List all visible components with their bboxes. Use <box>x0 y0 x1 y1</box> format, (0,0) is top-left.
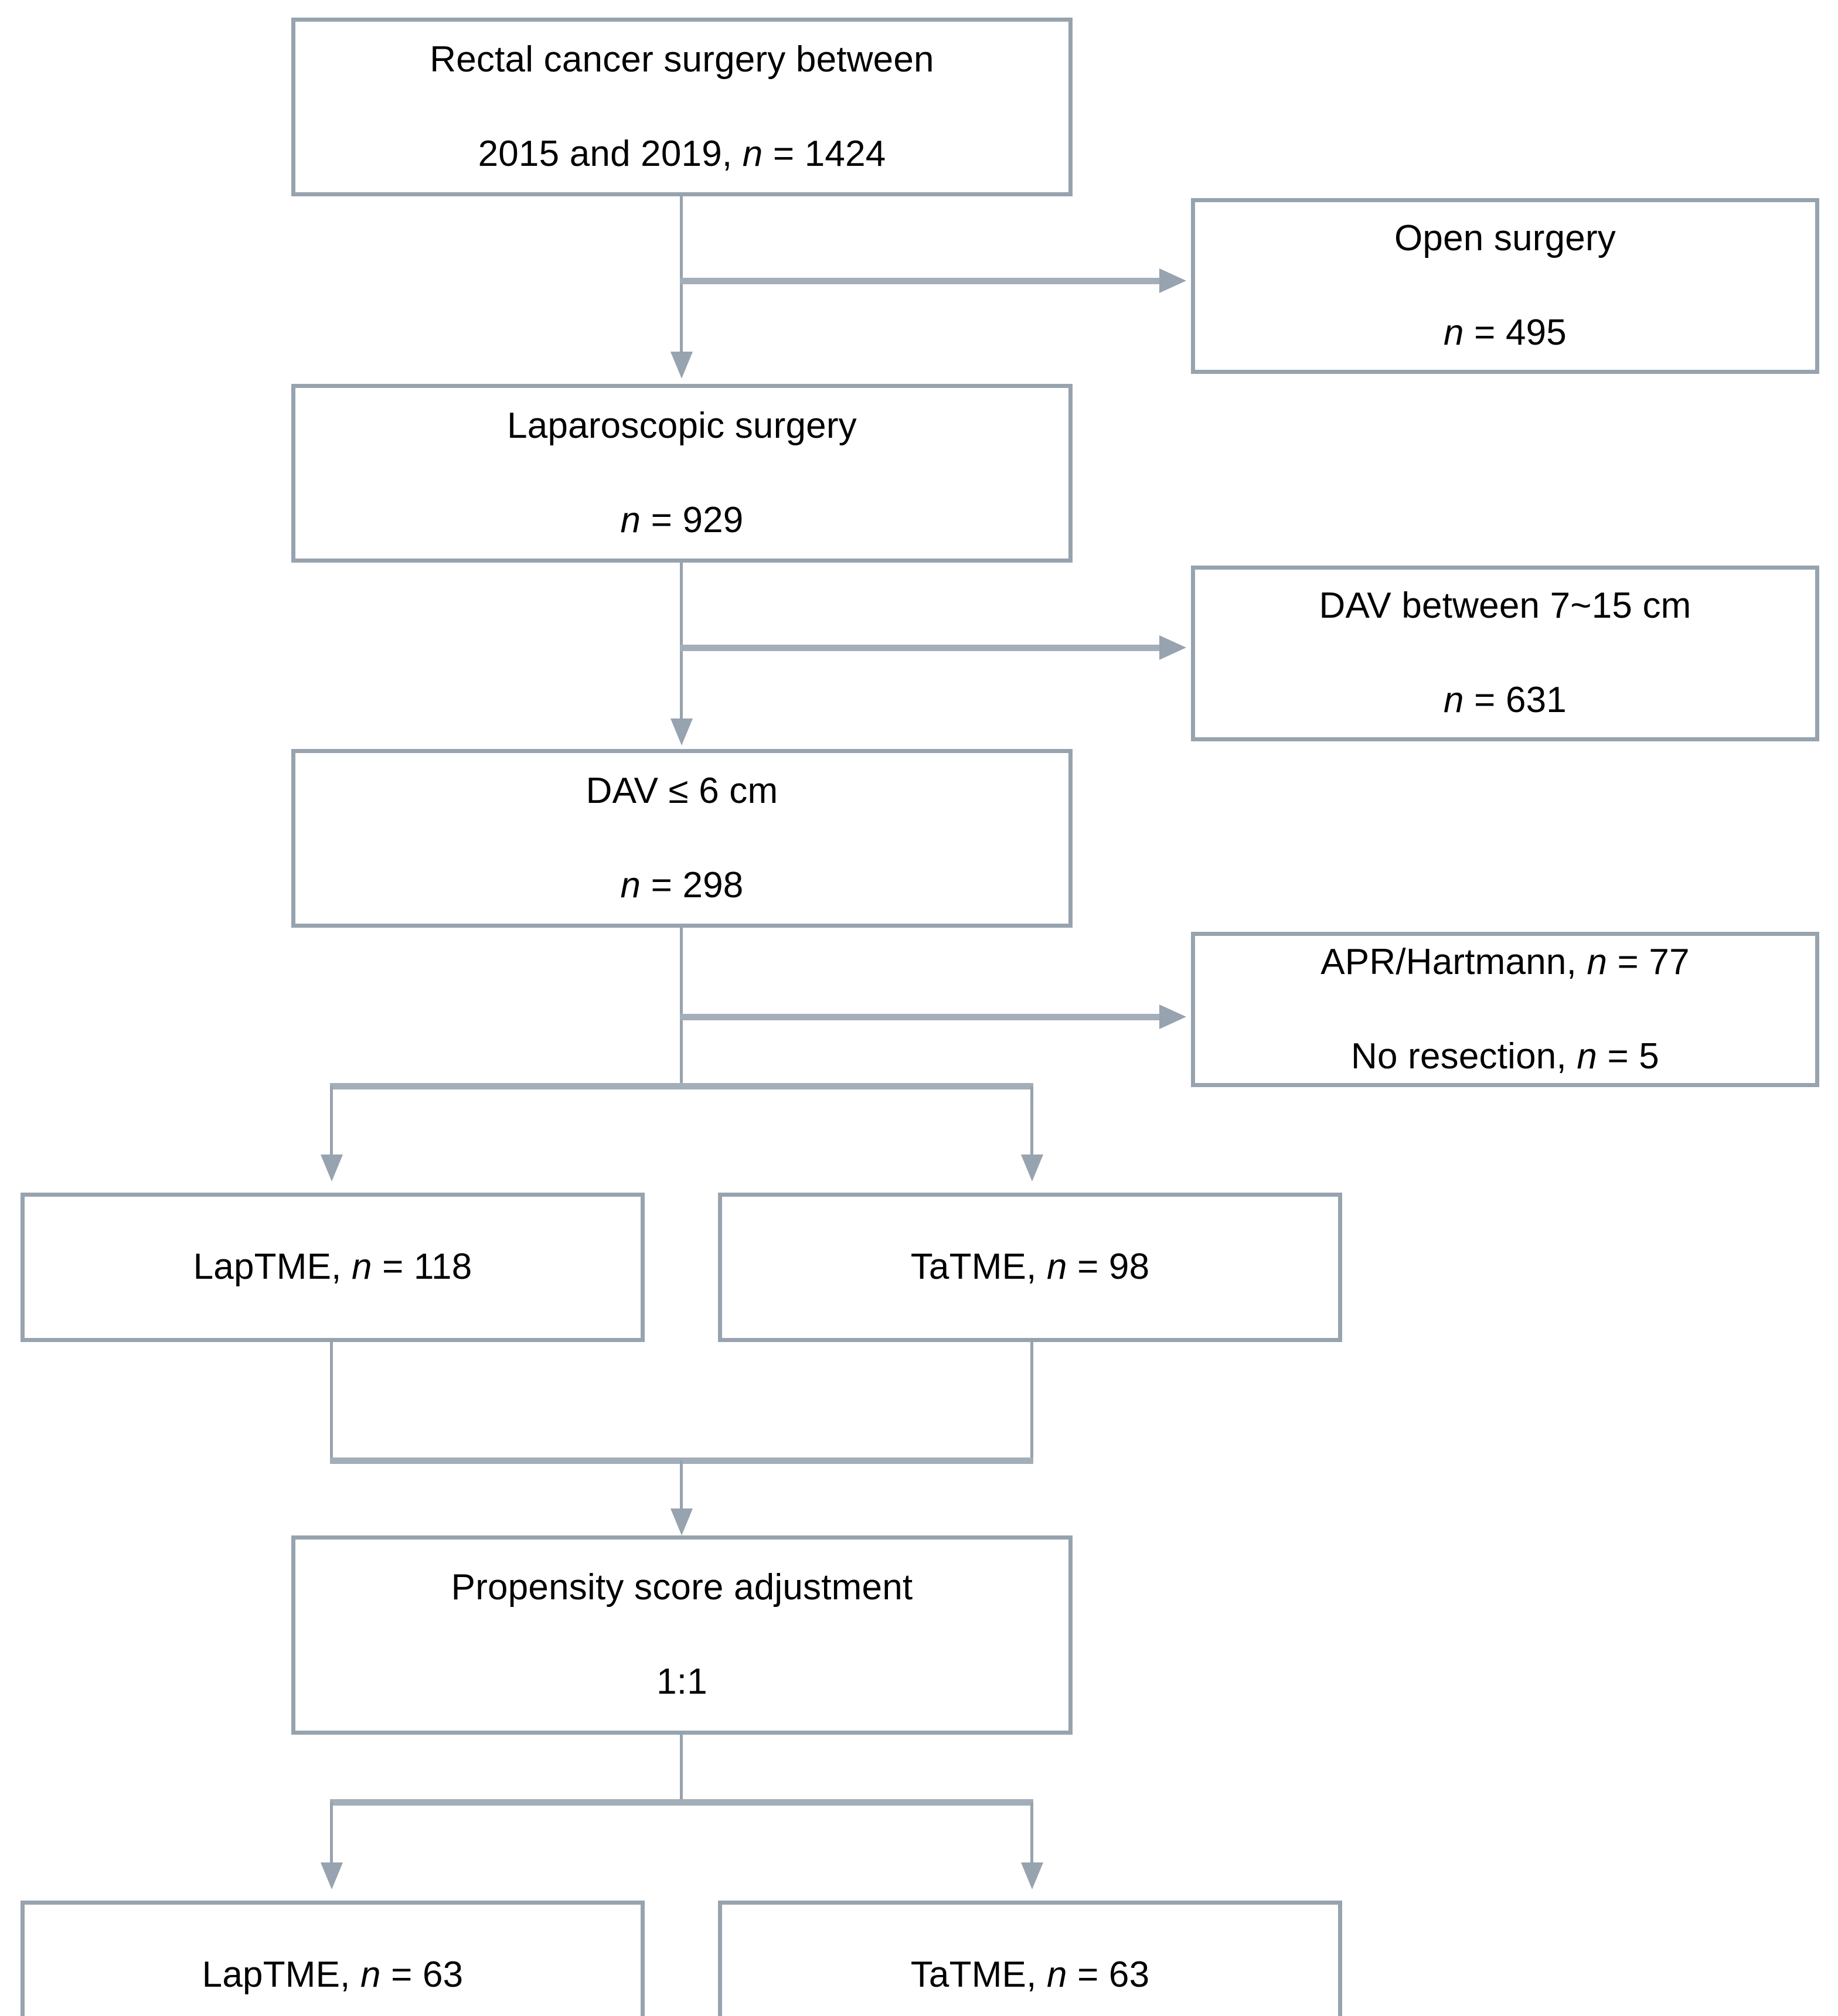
laptme-post-count: = 63 <box>380 1954 464 1995</box>
n-symbol: n <box>1444 312 1464 353</box>
laparoscopic-count: = 929 <box>641 499 744 540</box>
split-leg-left-laptme <box>330 1086 333 1159</box>
propensity-ratio: 1:1 <box>656 1661 707 1702</box>
n-symbol: n <box>1444 680 1464 721</box>
split-bar-propensity <box>330 1799 1033 1806</box>
arrow-head-dav6-to-apr <box>1159 1004 1186 1029</box>
node-dav-le-6: DAV ≤ 6 cm n = 298 <box>291 749 1073 928</box>
n-symbol: n <box>620 864 641 905</box>
arrow-head-propensity-to-laptme-post <box>321 1862 343 1889</box>
n-symbol: n <box>1587 941 1608 982</box>
n-symbol: n <box>1577 1036 1598 1077</box>
dav-7-15-label: DAV between 7~15 cm <box>1319 585 1691 626</box>
arrow-head-propensity-to-tatme-post <box>1021 1862 1043 1889</box>
n-symbol: n <box>351 1247 372 1288</box>
apr-hartmann-count: = 77 <box>1607 941 1690 982</box>
node-laparoscopic-surgery: Laparoscopic surgery n = 929 <box>291 384 1073 563</box>
tatme-post-label: TaTME, <box>910 1954 1047 1995</box>
n-symbol: n <box>1046 1247 1067 1288</box>
dav-7-15-count: = 631 <box>1463 680 1567 721</box>
apr-hartmann-label: APR/Hartmann, <box>1320 941 1587 982</box>
laparoscopic-label: Laparoscopic surgery <box>507 405 857 446</box>
arrow-head-merge-to-propensity <box>670 1508 693 1535</box>
source-cohort-line2-prefix: 2015 and 2019, <box>478 133 743 174</box>
arrow-head-dav6-to-laptme <box>321 1155 343 1181</box>
tatme-post-line: TaTME, n = 63 <box>736 1952 1324 1999</box>
tatme-post-count: = 63 <box>1067 1954 1150 1995</box>
n-symbol: n <box>360 1954 381 1995</box>
split-leg-left-laptme-post <box>330 1802 333 1867</box>
connector-source-to-laparoscopic <box>680 196 683 357</box>
laptme-pre-count: = 118 <box>372 1247 472 1288</box>
open-surgery-label: Open surgery <box>1394 218 1616 259</box>
node-laptme-pre-match: LapTME, n = 118 <box>21 1193 645 1342</box>
source-cohort-count: = 1424 <box>763 133 886 174</box>
node-laptme-post-match: LapTME, n = 63 <box>21 1901 645 2016</box>
dav-le-6-label: DAV ≤ 6 cm <box>586 770 778 811</box>
open-surgery-count: = 495 <box>1463 312 1567 353</box>
dav-le-6-count-line: n = 298 <box>309 862 1054 910</box>
connector-merge-to-propensity <box>680 1460 683 1513</box>
merge-leg-left-laptme <box>330 1342 333 1462</box>
connector-dav6-spine <box>680 928 683 1086</box>
arrow-head-dav6-to-tatme <box>1021 1155 1043 1181</box>
tatme-pre-label: TaTME, <box>910 1247 1047 1288</box>
tatme-pre-count: = 98 <box>1067 1247 1150 1288</box>
split-leg-right-tatme <box>1030 1086 1033 1159</box>
laparoscopic-count-line: n = 929 <box>309 497 1054 544</box>
laptme-post-label: LapTME, <box>202 1954 361 1995</box>
dav-7-15-count-line: n = 631 <box>1209 677 1801 724</box>
connector-laparoscopic-to-dav6 <box>680 563 683 724</box>
arrow-head-laparoscopic-to-dav715 <box>1159 635 1186 660</box>
apr-hartmann-line: APR/Hartmann, n = 77 <box>1209 939 1801 986</box>
node-source-cohort: Rectal cancer surgery between 2015 and 2… <box>291 18 1073 196</box>
source-cohort-line2: 2015 and 2019, n = 1424 <box>309 131 1054 178</box>
node-excluded-open-surgery: Open surgery n = 495 <box>1191 198 1819 374</box>
no-resection-label: No resection, <box>1351 1036 1577 1077</box>
n-symbol: n <box>1046 1954 1067 1995</box>
n-symbol: n <box>742 133 763 174</box>
n-symbol: n <box>620 499 641 540</box>
node-propensity-score-adjustment: Propensity score adjustment 1:1 <box>291 1535 1073 1735</box>
node-tatme-pre-match: TaTME, n = 98 <box>718 1193 1342 1342</box>
merge-leg-right-tatme <box>1030 1342 1033 1462</box>
connector-laparoscopic-to-dav715 <box>680 645 1160 651</box>
node-excluded-dav-7-15: DAV between 7~15 cm n = 631 <box>1191 566 1819 741</box>
arrow-head-source-to-open-surgery <box>1159 268 1186 293</box>
laptme-pre-label: LapTME, <box>193 1247 352 1288</box>
source-cohort-line1: Rectal cancer surgery between <box>430 39 934 80</box>
no-resection-line: No resection, n = 5 <box>1209 1033 1801 1081</box>
open-surgery-count-line: n = 495 <box>1209 309 1801 357</box>
arrow-head-source-to-laparoscopic <box>670 352 693 379</box>
split-leg-right-tatme-post <box>1030 1802 1033 1867</box>
node-tatme-post-match: TaTME, n = 63 <box>718 1901 1342 2016</box>
tatme-pre-line: TaTME, n = 98 <box>736 1244 1324 1291</box>
node-excluded-apr-noresection: APR/Hartmann, n = 77 No resection, n = 5 <box>1191 932 1819 1087</box>
no-resection-count: = 5 <box>1597 1036 1659 1077</box>
connector-dav6-to-apr <box>680 1014 1160 1020</box>
dav-le-6-count: = 298 <box>641 864 744 905</box>
propensity-label: Propensity score adjustment <box>451 1567 913 1608</box>
laptme-post-line: LapTME, n = 63 <box>39 1952 627 1999</box>
laptme-pre-line: LapTME, n = 118 <box>39 1244 627 1291</box>
connector-source-to-open-surgery <box>680 278 1160 284</box>
split-bar-dav6 <box>330 1083 1033 1089</box>
connector-propensity-spine <box>680 1735 683 1802</box>
arrow-head-laparoscopic-to-dav6 <box>670 718 693 745</box>
